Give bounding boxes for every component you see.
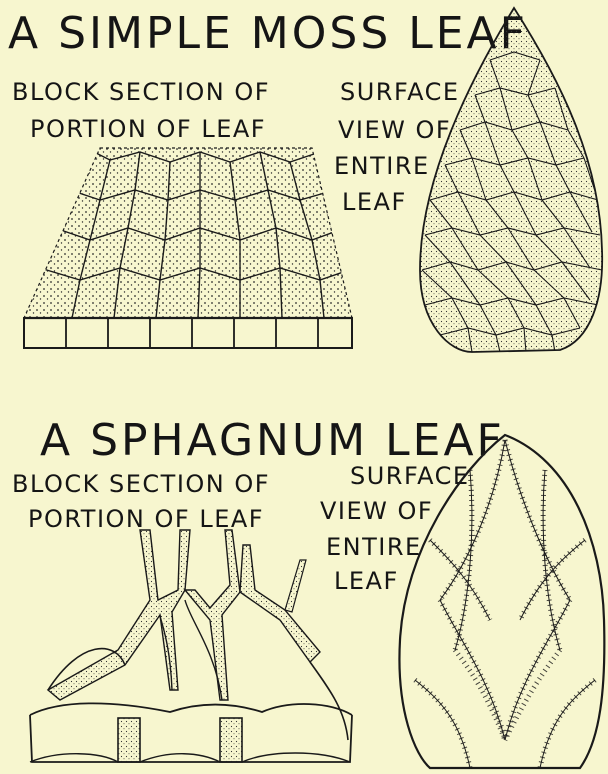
moss-surface-leaf	[420, 8, 602, 352]
moss-block-section	[24, 148, 355, 348]
sphagnum-block-section	[30, 530, 352, 762]
sphagnum-surface-leaf	[399, 435, 604, 768]
